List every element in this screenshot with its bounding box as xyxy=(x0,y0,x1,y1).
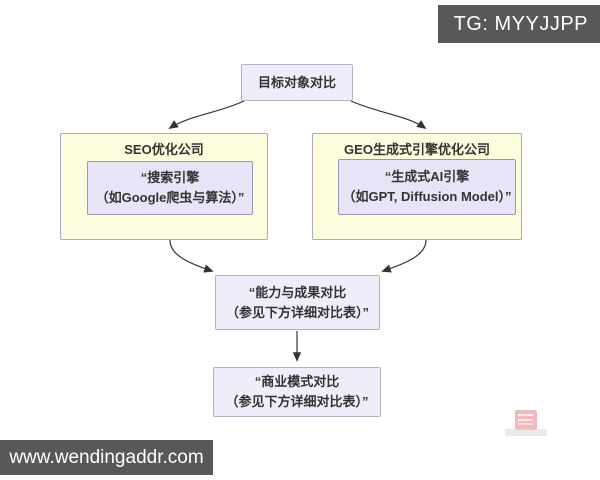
flow-node-search-engine: “搜索引擎 （如Google爬虫与算法）” xyxy=(87,161,253,215)
site-url-text: www.wendingaddr.com xyxy=(9,446,204,468)
watermark-stamp-icon xyxy=(515,410,537,430)
flow-node-business-line1: “商业模式对比 xyxy=(254,374,340,389)
arrow-geo-to-merge xyxy=(381,239,427,273)
site-url-bar: www.wendingaddr.com xyxy=(0,440,213,475)
flow-node-capability-compare: “能力与成果对比 （参见下方详细对比表）” xyxy=(215,275,380,330)
flow-group-seo: SEO优化公司 “搜索引擎 （如Google爬虫与算法）” xyxy=(60,133,268,240)
watermark-base xyxy=(505,429,547,436)
flow-node-capability-line1: “能力与成果对比 xyxy=(248,284,347,300)
flow-group-geo-title: GEO生成式引擎优化公司 xyxy=(344,142,490,157)
flow-node-search-engine-line2: （如Google爬虫与算法）” xyxy=(95,190,245,205)
flow-node-root-label: 目标对象对比 xyxy=(257,74,336,90)
flow-node-search-engine-line1: “搜索引擎 xyxy=(140,170,200,185)
flow-node-ai-engine-line2: （如GPT, Diffusion Model）” xyxy=(342,189,512,204)
flow-node-business-line2: （参见下方详细对比表）” xyxy=(225,394,369,409)
tg-contact-text: TG: MYYJJPP xyxy=(453,12,588,35)
tg-contact-badge: TG: MYYJJPP xyxy=(437,5,600,43)
arrow-root-to-seo xyxy=(168,100,245,129)
arrow-seo-to-merge xyxy=(169,239,214,273)
flow-group-seo-title: SEO优化公司 xyxy=(124,142,204,157)
flow-node-business-model: “商业模式对比 （参见下方详细对比表）” xyxy=(213,367,381,417)
flow-node-capability-line2: （参见下方详细对比表）” xyxy=(225,304,369,320)
flow-group-geo: GEO生成式引擎优化公司 “生成式AI引擎 （如GPT, Diffusion M… xyxy=(312,133,522,240)
flow-node-ai-engine-line1: “生成式AI引擎 xyxy=(384,169,470,184)
watermark-logo-icon xyxy=(505,410,547,437)
flow-node-ai-engine: “生成式AI引擎 （如GPT, Diffusion Model）” xyxy=(338,159,516,215)
arrow-root-to-geo xyxy=(350,100,427,130)
flow-node-root: 目标对象对比 xyxy=(241,64,353,101)
